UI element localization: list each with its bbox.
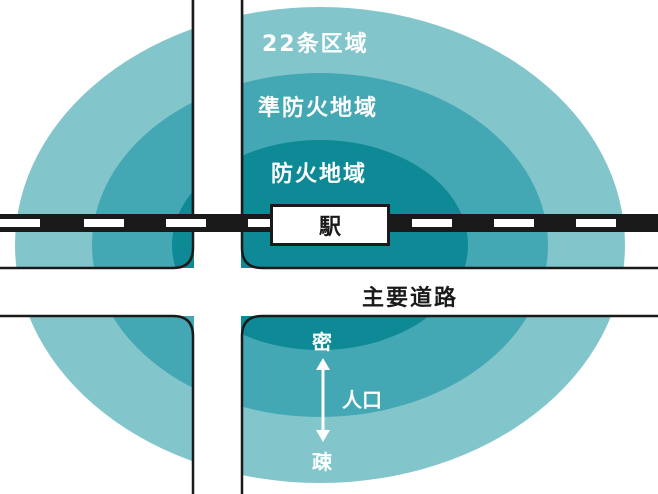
main-road [0,268,658,316]
station-label: 駅 [318,215,341,240]
population-label: 人口 [342,388,382,412]
outer-zone-label: 22条区域 [262,32,369,57]
main-road-label: 主要道路 [362,286,459,311]
station: 駅 [270,204,390,246]
vertical-road [194,0,241,494]
density-high-label: 密 [312,330,332,354]
rail-dashes [0,219,616,227]
density-low-label: 疎 [312,450,332,474]
middle-zone-label: 準防火地域 [258,96,379,121]
density-arrow [316,358,330,442]
inner-zone-label: 防火地域 [271,162,368,187]
